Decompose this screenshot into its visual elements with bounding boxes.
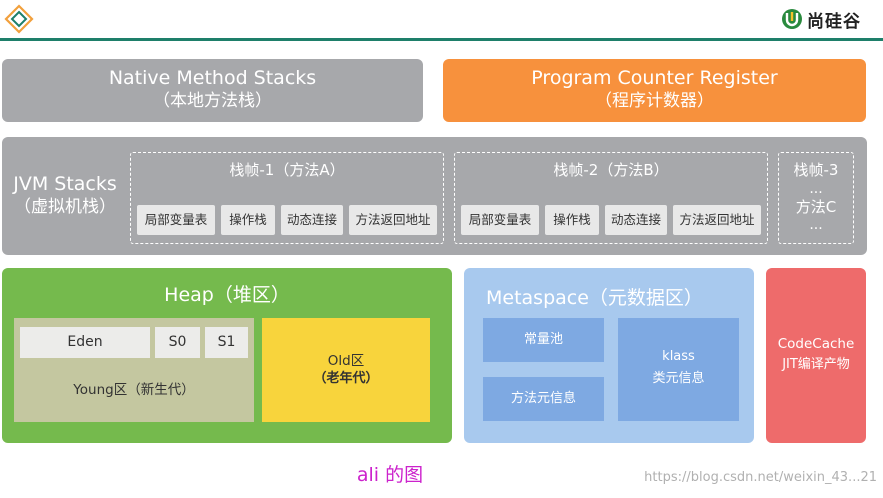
heap-title: Heap（堆区） [164,284,290,306]
frame-2-dynamic-link: 动态连接 [605,205,667,235]
program-counter-register: Program Counter Register （程序计数器） [443,59,866,122]
jvm-stacks [2,137,867,255]
eden-space: Eden [20,327,150,358]
frame-1-dynamic-link: 动态连接 [281,205,343,235]
jvm-subtitle: （虚拟机栈） [14,197,116,217]
frame-3-dots-bottom: ... [809,217,823,233]
survivor-s0: S0 [155,327,200,358]
young-label: Young区（新生代） [73,382,195,398]
stack-frame-2: 栈帧-2（方法B） 局部变量表 操作栈 动态连接 方法返回地址 [454,152,768,244]
caption: ali 的图 [356,464,424,486]
survivor-s1: S1 [205,327,248,358]
frame-1-title: 栈帧-1（方法A） [229,161,345,179]
frame-1-local-vars: 局部变量表 [137,205,215,235]
frame-3-method: 方法C [795,198,837,216]
jvm-title: JVM Stacks [13,173,117,195]
stack-frame-1: 栈帧-1（方法A） 局部变量表 操作栈 动态连接 方法返回地址 [130,152,444,244]
frame-2-return-address: 方法返回地址 [673,205,761,235]
native-subtitle: （本地方法栈） [153,91,272,111]
native-title: Native Method Stacks [108,67,317,89]
frame-2-title: 栈帧-2（方法B） [553,161,669,179]
frame-1-return-address: 方法返回地址 [349,205,437,235]
codecache-title: CodeCache [777,336,855,352]
jvm-stacks-label: JVM Stacks （虚拟机栈） [6,173,124,218]
brand-name: 尚硅谷 [807,11,861,32]
frame-2-operand-stack: 操作栈 [545,205,599,235]
constant-pool: 常量池 [483,318,604,362]
frame-2-local-vars: 局部变量表 [461,205,539,235]
old-generation: Old区 （老年代） [262,318,430,422]
header-divider [0,38,883,41]
pcr-subtitle: （程序计数器） [595,91,714,111]
brand-logo: 尚硅谷 [781,6,861,32]
klass-block: klass 类元信息 [618,318,739,421]
old-subtitle: （老年代） [313,371,379,386]
codecache-subtitle: JIT编译产物 [782,357,850,372]
old-title: Old区 [327,353,365,369]
code-cache: CodeCache JIT编译产物 [766,268,866,443]
frame-3-title: 栈帧-3 [793,161,839,179]
pcr-title: Program Counter Register [531,67,778,89]
frame-3-dots-top: ... [809,181,823,197]
watermark: https://blog.csdn.net/weixin_43...21 [644,470,877,485]
stack-frame-3: 栈帧-3 ... 方法C ... [778,152,854,244]
klass-label: klass [662,349,695,364]
diamond-logo-icon [4,4,34,34]
method-metadata: 方法元信息 [483,377,604,421]
class-metadata-label: 类元信息 [652,371,705,386]
frame-1-operand-stack: 操作栈 [221,205,275,235]
metaspace-title: Metaspace（元数据区） [486,287,703,309]
native-method-stacks: Native Method Stacks （本地方法栈） [2,59,423,122]
brand-u-icon [782,9,802,29]
